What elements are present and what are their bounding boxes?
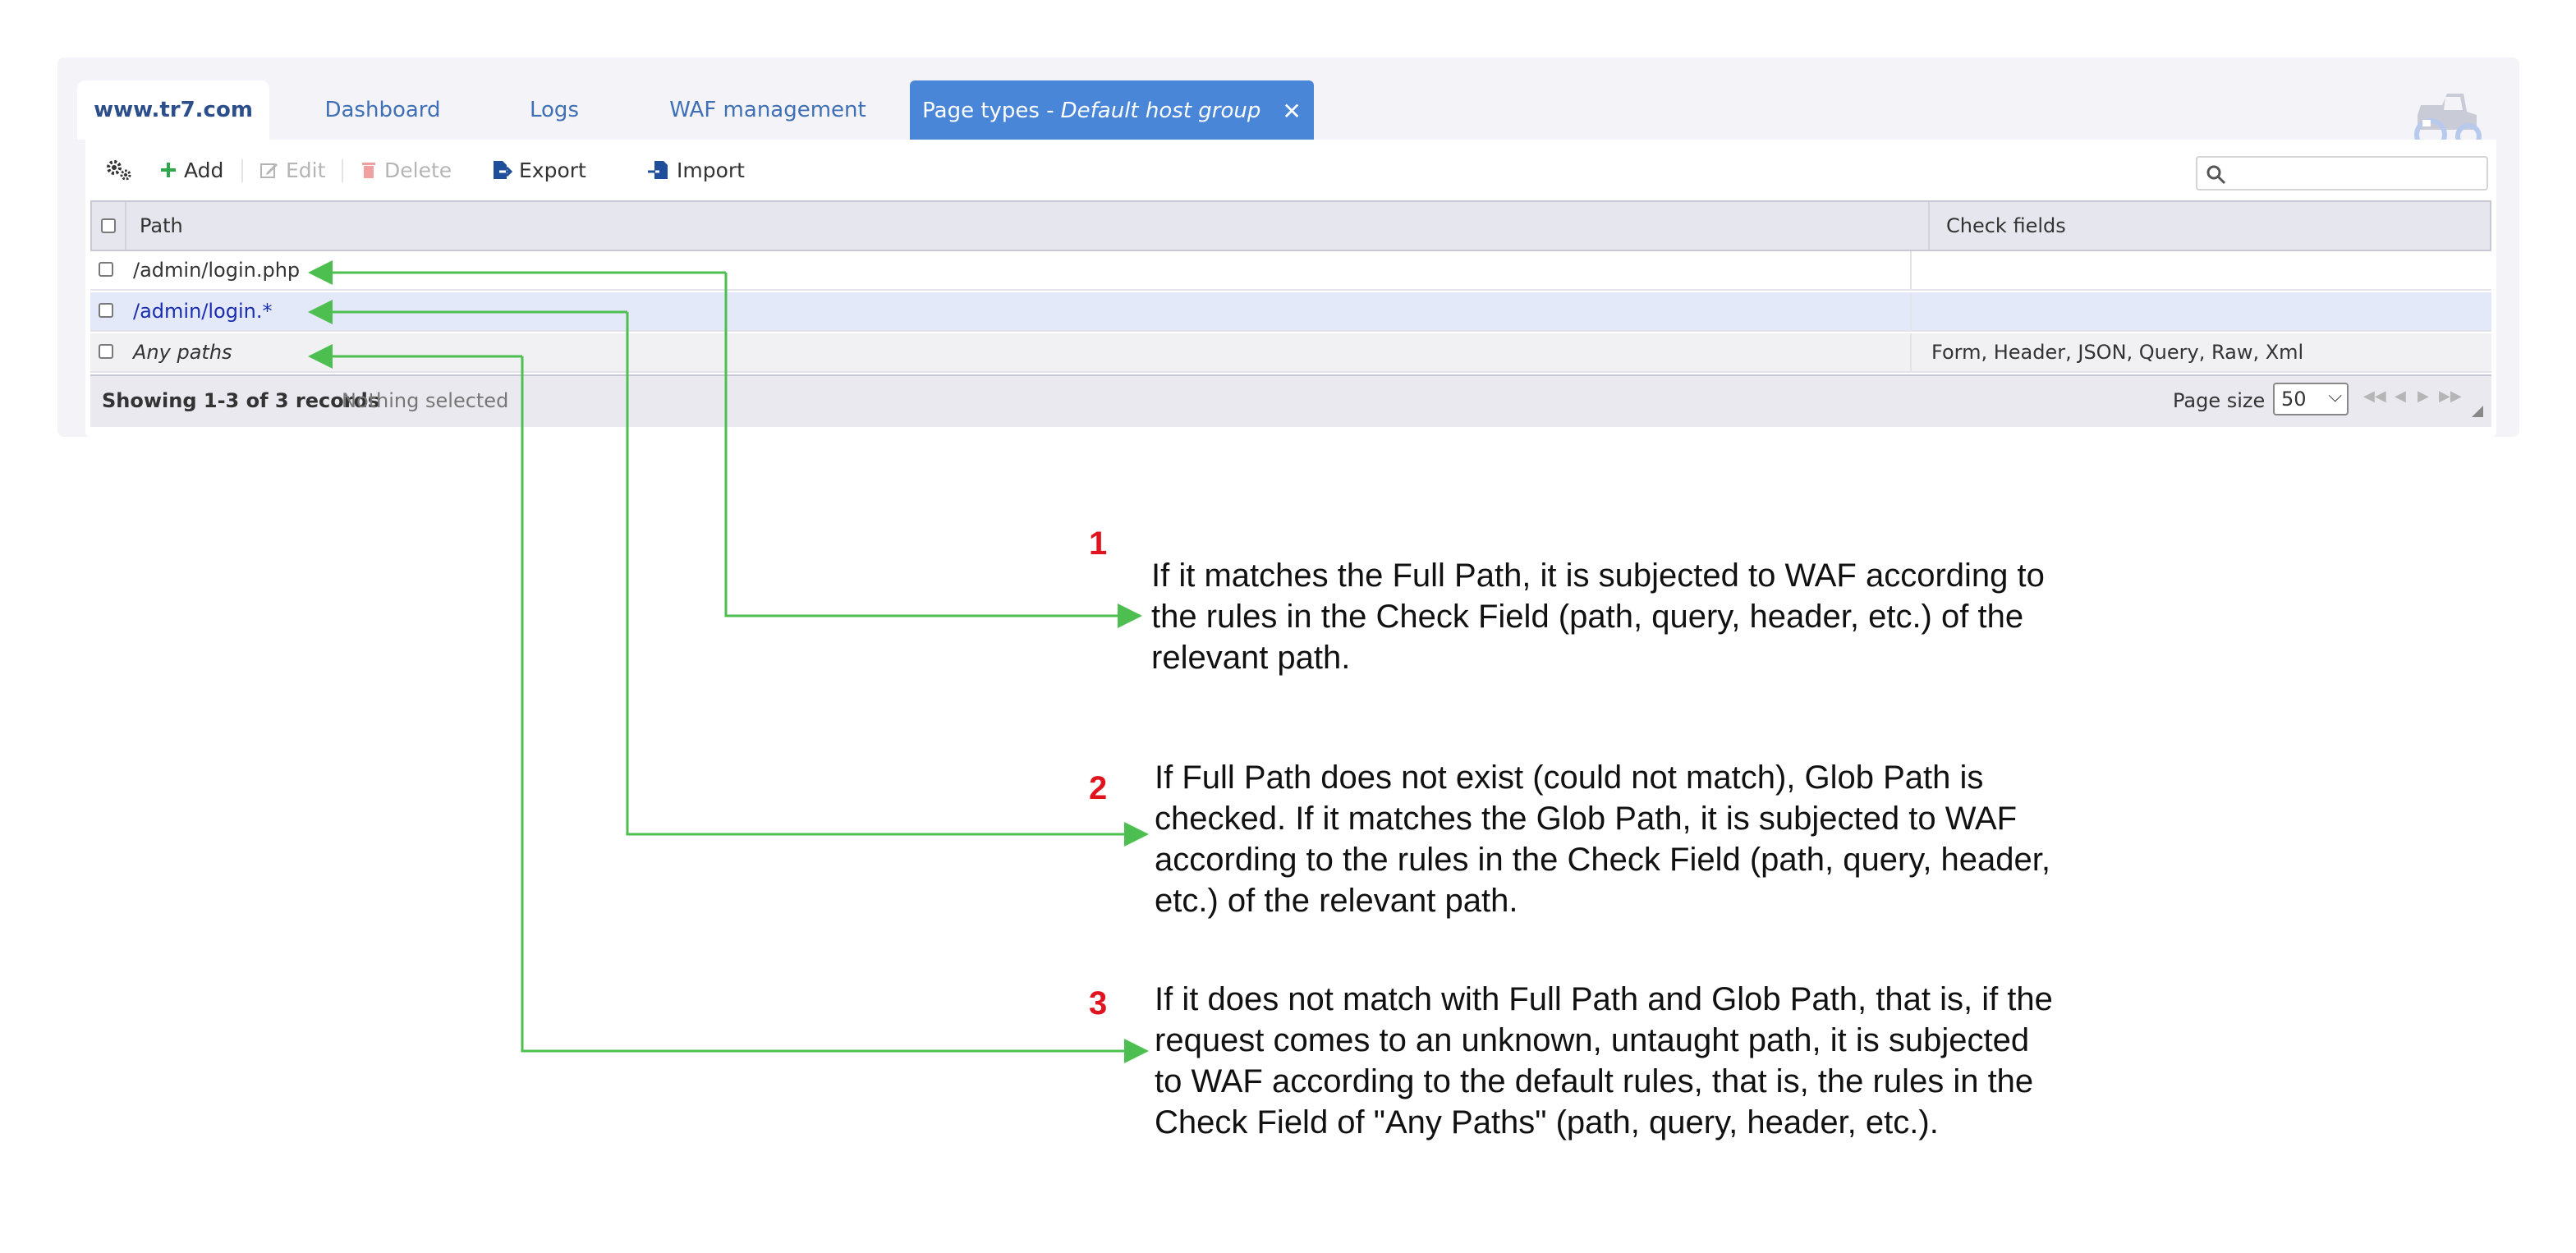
arrow-row3-to-note3 [521,356,1149,1063]
annotation-line: request comes to an unknown, untaught pa… [1155,1022,2030,1058]
toolbar-divider [241,159,243,182]
import-icon [648,161,668,179]
annotation-line: If it matches the Full Path, it is subje… [1151,558,2045,594]
annotation-line: according to the rules in the Check Fiel… [1155,842,2050,878]
plus-icon [161,163,176,177]
first-page-icon[interactable]: ◀◀ [2363,388,2386,405]
select-all-cell [92,202,126,250]
row-check-fields [1910,251,2490,289]
row-checkbox[interactable] [99,262,113,277]
grid-footer: Showing 1-3 of 3 records Nothing selecte… [90,374,2491,427]
row-checkbox[interactable] [99,303,113,318]
row-check-fields: Form, Header, JSON, Query, Raw, Xml [1910,333,2490,371]
tab-logs[interactable]: Logs [530,98,579,122]
delete-button[interactable]: Delete [360,156,452,184]
annotation-line: etc.) of the relevant path. [1155,883,1518,919]
annotation-line: the rules in the Check Field (path, quer… [1151,599,2024,635]
annotation-note-1: If it matches the Full Path, it is subje… [1151,555,2104,678]
app-window: www.tr7.com Dashboard Logs WAF managemen… [57,57,2519,437]
trash-icon [362,163,375,178]
annotation-line: relevant path. [1151,640,1351,676]
search-input[interactable] [2196,156,2488,190]
add-button[interactable]: Add [159,156,223,184]
export-label: Export [519,158,586,182]
selection-status: Nothing selected [342,389,509,412]
resize-grip-icon[interactable] [2472,406,2483,417]
record-count: Showing 1-3 of 3 records [102,389,380,412]
settings-button[interactable] [105,156,140,184]
annotation-line: Check Field of "Any Paths" (path, query,… [1155,1104,1939,1141]
last-page-icon[interactable]: ▶▶ [2439,388,2462,405]
row-path: Any paths [133,341,232,364]
page-types-panel: Add Edit Delete Export Import [85,140,2496,437]
arrow-row2-to-note2 [626,312,1149,847]
import-label: Import [677,158,745,182]
annotation-note-2: If Full Path does not exist (could not m… [1155,757,2107,921]
tab-dashboard[interactable]: Dashboard [324,98,441,122]
toolbar-divider [342,159,343,182]
previous-page-icon[interactable]: ◀ [2395,388,2406,405]
tab-page-types-group: Default host group [1060,99,1261,123]
tab-page-types[interactable]: Page types - Default host group ✕ [910,80,1314,141]
toolbar: Add Edit Delete Export Import [85,140,2496,200]
row-path: /admin/login.* [133,300,273,323]
annotation-line: to WAF according to the default rules, t… [1155,1063,2034,1099]
chevron-down-icon: ⌵ [2328,386,2342,406]
search-icon [2206,165,2226,185]
annotation-note-3: If it does not match with Full Path and … [1155,979,2107,1143]
next-page-icon[interactable]: ▶ [2418,388,2429,405]
annotation-number-1: 1 [1089,526,1108,562]
tab-page-types-label: Page types - [922,99,1054,123]
row-checkbox[interactable] [99,344,113,359]
tab-host[interactable]: www.tr7.com [77,80,269,140]
gears-icon [107,160,131,181]
edit-label: Edit [286,158,326,182]
delete-label: Delete [384,158,452,182]
arrow-row1-to-note1 [724,273,1142,628]
table-row[interactable]: Any paths Form, Header, JSON, Query, Raw… [90,333,2491,373]
page-size-label: Page size : [2173,389,2278,412]
import-button[interactable]: Import [647,156,745,184]
close-tab-icon[interactable]: ✕ [1282,97,1302,125]
edit-icon [260,163,278,178]
column-header-check-fields[interactable]: Check fields [1928,202,2505,250]
table-row[interactable]: /admin/login.php [90,251,2491,291]
annotation-line: If it does not match with Full Path and … [1155,981,2053,1017]
annotation-line: checked. If it matches the Glob Path, it… [1155,801,2018,837]
page-size-value: 50 [2281,388,2307,411]
tab-waf-management[interactable]: WAF management [669,98,866,122]
row-check-fields [1910,292,2490,330]
tractor-logo [2414,94,2482,151]
select-all-checkbox[interactable] [101,218,116,233]
annotation-number-2: 2 [1089,770,1108,806]
column-header-path[interactable]: Path [140,214,183,237]
annotation-number-3: 3 [1089,985,1108,1021]
grid-header: Path Check fields [90,200,2491,251]
export-button[interactable]: Export [491,156,586,184]
add-label: Add [184,158,224,182]
edit-button[interactable]: Edit [259,156,325,184]
row-path: /admin/login.php [133,259,301,282]
export-icon [494,161,512,179]
page-size-select[interactable]: 50 ⌵ [2273,383,2349,415]
annotation-line: If Full Path does not exist (could not m… [1155,760,1984,796]
